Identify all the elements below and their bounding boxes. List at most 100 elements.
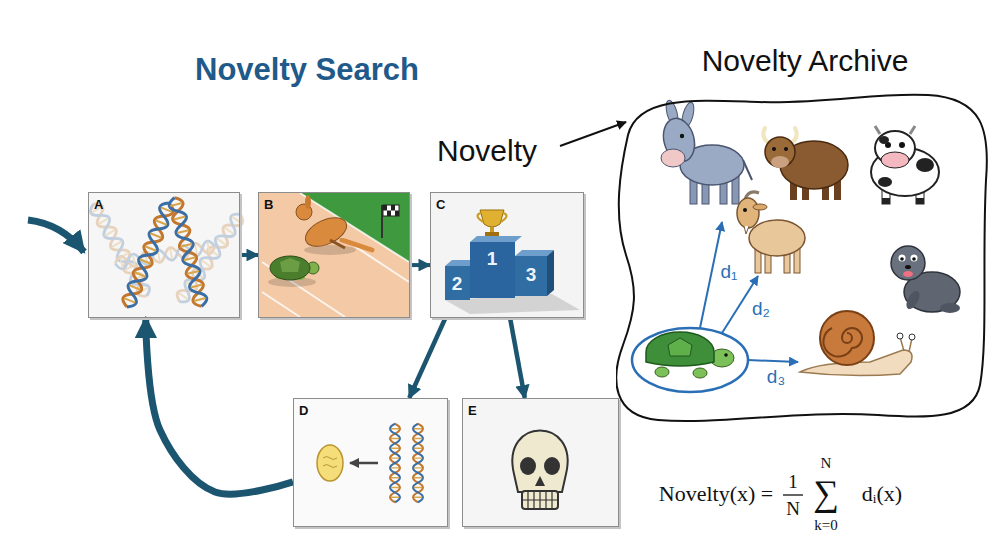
fraction-bar	[783, 494, 803, 495]
distance-arrow	[700, 222, 722, 328]
podium-panel-art	[430, 192, 584, 318]
reproduction-panel-art	[323, 457, 337, 468]
goat-figure	[737, 198, 759, 228]
seal-figure	[900, 257, 904, 261]
race-panel-art	[383, 205, 387, 211]
race-panel-art	[391, 205, 395, 211]
death-panel-art	[522, 491, 558, 509]
race-panel-art	[330, 240, 345, 248]
snail-figure	[823, 328, 862, 357]
distance-arrow	[700, 222, 798, 362]
arrow-label: Novelty	[437, 134, 537, 167]
distance-label: d₂	[752, 299, 770, 320]
race-panel-art	[304, 245, 356, 255]
goat-figure	[744, 226, 749, 234]
panel-letter: A	[94, 197, 103, 212]
podium-panel-art	[470, 236, 522, 242]
podium-panel-art	[547, 250, 554, 296]
death-panel-art	[512, 431, 567, 493]
race-panel-art	[262, 193, 409, 317]
seal-figure	[940, 303, 960, 313]
seal-figure	[903, 271, 913, 277]
reproduction-panel-art	[390, 424, 400, 502]
seal-figure	[891, 246, 960, 313]
death-panel-art	[462, 398, 619, 527]
snail-figure	[909, 334, 915, 340]
ranking-panel: C	[430, 192, 584, 318]
flow-arrow	[410, 263, 430, 267]
dna-panel-art	[88, 201, 153, 300]
goat-figure	[749, 220, 805, 256]
donkey-figure	[680, 134, 684, 138]
incoming-arrow	[28, 220, 84, 252]
tortoise-figure	[668, 338, 692, 356]
tortoise-figure	[655, 367, 669, 377]
snail-figure	[800, 311, 915, 376]
reproduction-panel-art	[413, 424, 423, 502]
archive-outline	[616, 95, 987, 422]
tortoise-figure	[724, 353, 728, 357]
flow-arrow	[510, 318, 525, 398]
diagram-title: Novelty Search	[195, 53, 419, 87]
tortoise-figure	[693, 368, 707, 378]
podium-panel-art	[430, 192, 584, 318]
distance-arrow	[748, 360, 798, 362]
reproduction-panel-art	[350, 462, 378, 465]
panel-letter: B	[264, 197, 273, 212]
dna-panel-art	[121, 200, 176, 309]
cow-figure	[916, 158, 934, 172]
snail-figure	[820, 311, 874, 365]
flow-arrow	[146, 318, 293, 494]
seal-figure	[912, 257, 916, 261]
reproduction-panel: D	[293, 398, 448, 527]
flow-arrow	[409, 318, 445, 398]
donkey-figure	[659, 99, 752, 204]
race-panel-art	[395, 211, 399, 217]
race-panel-art	[342, 240, 372, 250]
panel-letter: C	[436, 197, 445, 212]
yak-figure	[772, 147, 776, 151]
podium-panel-art	[477, 213, 506, 222]
seal-figure	[891, 246, 925, 280]
yak-figure	[765, 137, 795, 167]
podium-number: 2	[452, 274, 463, 295]
yak-figure	[784, 147, 788, 151]
formula-term: Novelty(x) =	[659, 482, 773, 506]
race-panel-art	[258, 192, 410, 318]
death-panel-art	[535, 476, 545, 486]
podium-number: 3	[526, 265, 537, 286]
region-heading: Novelty Archive	[626, 44, 984, 78]
dna-panel: A	[88, 192, 240, 318]
novelty-archive: Novelty Archive	[616, 36, 994, 428]
race-panel-art	[270, 256, 310, 280]
reproduction-panel-art	[293, 398, 448, 527]
death-panel-art	[520, 457, 536, 475]
formula-numerator: 1	[788, 472, 798, 493]
cow-figure	[879, 136, 889, 144]
formula-denominator: N	[786, 499, 800, 520]
cow-figure	[878, 177, 892, 187]
dna-panel-art	[88, 192, 246, 318]
seal-figure	[911, 255, 918, 262]
novelty-arrow	[560, 122, 626, 146]
panel-letter: E	[468, 403, 477, 418]
cow-figure	[882, 198, 890, 204]
race-panel-art	[305, 195, 311, 209]
race-panel-art	[258, 192, 410, 318]
race-panel-art	[280, 258, 300, 272]
yak-figure	[763, 128, 848, 200]
seal-figure	[905, 265, 911, 269]
archive-outline	[616, 36, 990, 428]
donkey-figure	[661, 149, 685, 167]
tortoise-figure	[646, 332, 714, 366]
archive-outline	[616, 95, 987, 422]
podium-number: 1	[487, 249, 498, 270]
snail-figure	[897, 333, 903, 339]
goat-figure	[743, 208, 747, 212]
cow-figure	[881, 152, 909, 168]
distance-label: d₁	[721, 262, 738, 283]
podium-panel-art	[515, 256, 547, 296]
reproduction-panel-art	[317, 445, 343, 481]
death-panel-art	[522, 491, 558, 509]
